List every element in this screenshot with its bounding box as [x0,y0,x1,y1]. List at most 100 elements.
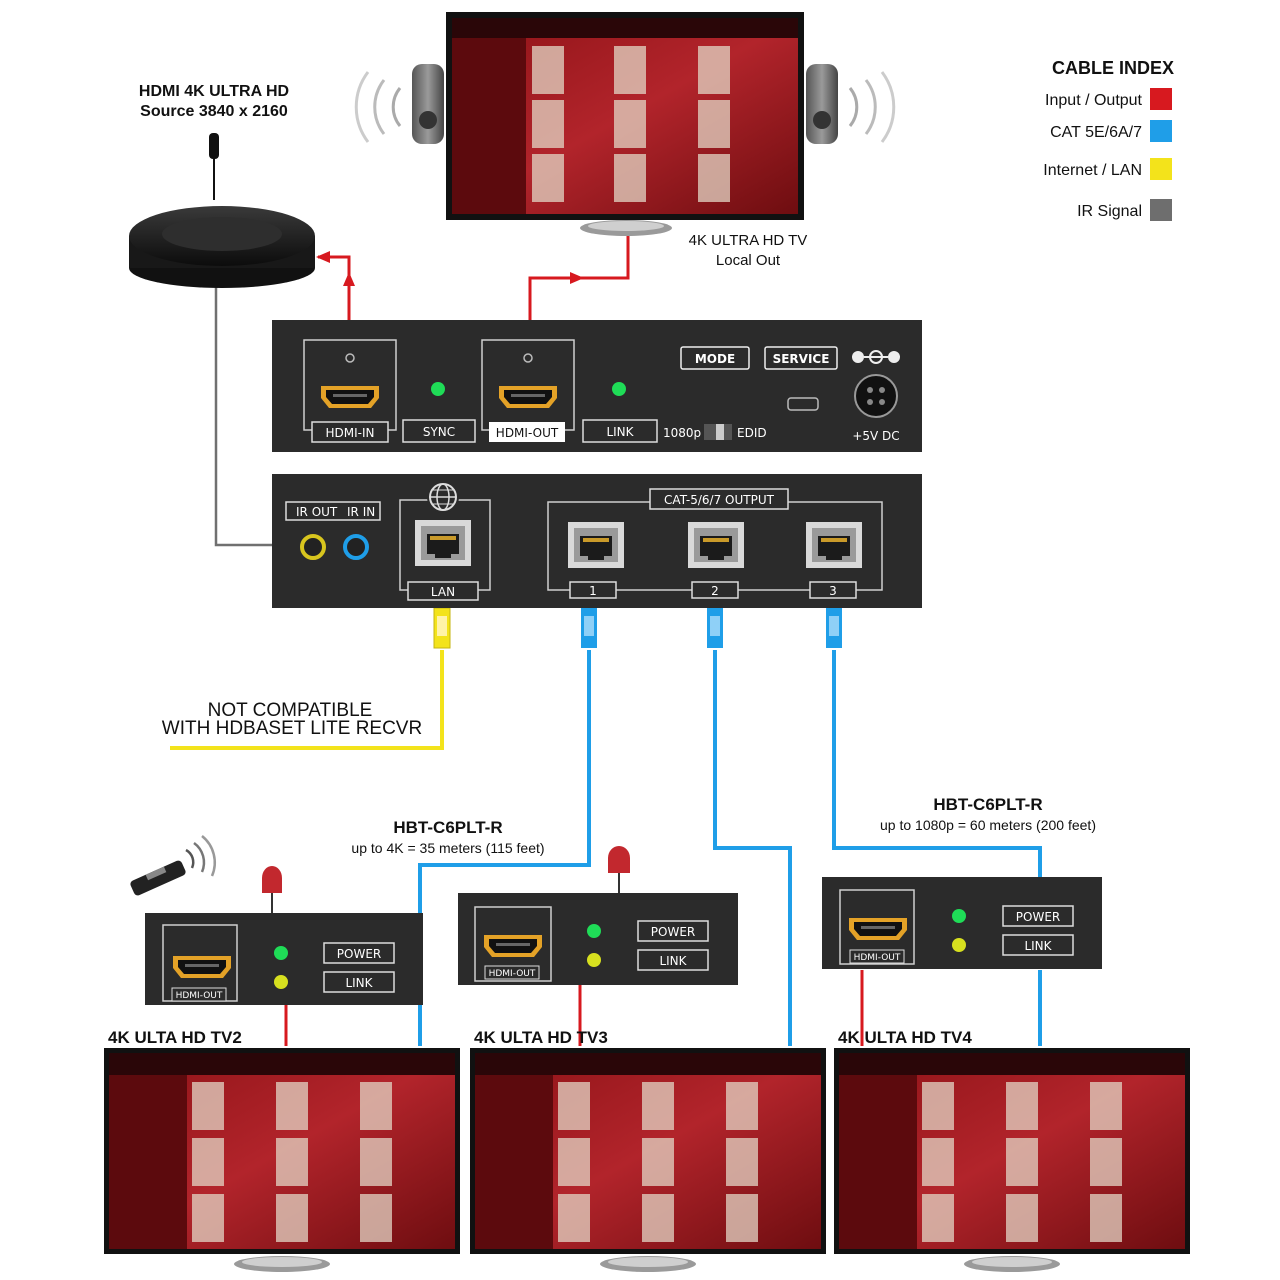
cat-plugs [581,608,842,648]
cat-port-1 [568,522,624,568]
receiver-1-link-label: LINK [345,976,373,990]
service-button [764,346,838,370]
legend-swatch-ir [1150,199,1172,221]
tv2-label: 4K ULTA HD TV2 [108,1028,242,1047]
ir-in-label: IR IN [347,505,375,519]
receiver-3: HDMI-OUT POWER LINK [822,877,1102,969]
local-tv-line2: Local Out [716,252,781,269]
link-led [612,382,626,396]
mode-button [680,346,750,370]
lan-label: LAN [431,585,455,599]
ir-receiver-eye-icon [608,846,630,873]
note-line1: NOT COMPATIBLE [208,700,373,721]
cat-port-3-label: 3 [829,584,837,598]
receiver-1: HDMI-OUT POWER LINK [145,866,423,1005]
receiver-2-power-led [587,924,601,938]
compatibility-note: NOT COMPATIBLE WITH HDBASET LITE RECVR [162,700,422,739]
receiver-3-link-label: LINK [1024,939,1052,953]
receiver-3-hdmi-label: HDMI-OUT [854,953,901,963]
service-label: SERVICE [773,352,830,366]
speaker-right-icon [806,64,896,144]
cat-port-1-label: 1 [589,584,597,598]
cat-port-2-label: 2 [711,584,719,598]
lan-cable [170,650,444,750]
receiver-1-link-led [274,975,288,989]
receiver-right-label: HBT-C6PLT-R up to 1080p = 60 meters (200… [880,795,1096,833]
note-line2: WITH HDBASET LITE RECVR [162,718,422,739]
local-tv-label: 4K ULTRA HD TV Local Out [689,232,808,269]
receiver-left-label: HBT-C6PLT-R up to 4K = 35 meters (115 fe… [351,818,544,856]
cat-output-title: CAT-5/6/7 OUTPUT [664,493,775,507]
receiver-2-power-label: POWER [651,925,695,939]
receiver-2: HDMI-OUT POWER LINK [458,846,738,985]
receiver-right-range: up to 1080p = 60 meters (200 feet) [880,817,1096,833]
transmitter-front-panel: HDMI-IN SYNC HDMI-OUT LINK 1080p EDID MO… [272,320,922,452]
source-label: HDMI 4K ULTRA HD Source 3840 x 2160 [139,83,289,120]
receiver-right-model: HBT-C6PLT-R [933,795,1042,814]
power-jack [854,374,898,418]
legend-swatch-lan [1150,158,1172,180]
polarity-icon [852,350,900,364]
ir-cable [214,258,272,547]
ir-in-jack [343,534,369,560]
ir-receiver-eye-icon [262,866,282,893]
link-label: LINK [606,425,634,439]
receiver-1-hdmi-port [173,956,231,978]
edid-left-label: 1080p [663,426,701,440]
legend-label-ir: IR Signal [1077,203,1142,220]
local-tv-line1: 4K ULTRA HD TV [689,232,808,249]
legend-label-cat: CAT 5E/6A/7 [1050,124,1142,141]
receiver-left-model: HBT-C6PLT-R [393,818,502,837]
receiver-2-hdmi-label: HDMI-OUT [489,969,536,979]
mode-label: MODE [695,352,735,366]
receiver-2-link-led [587,953,601,967]
hdmi-in-port [321,386,379,408]
legend-label-lan: Internet / LAN [1043,162,1142,179]
source-line1: HDMI 4K ULTRA HD [139,83,289,100]
tv-4 [834,1048,1190,1272]
tv-row [104,1048,1190,1272]
power-label: +5V DC [852,429,899,443]
receiver-1-hdmi-label: HDMI-OUT [176,991,223,1001]
remote-control-icon [130,835,217,896]
cable-index: CABLE INDEX Input / Output CAT 5E/6A/7 I… [1043,58,1174,221]
receiver-1-power-label: POWER [337,947,381,961]
receiver-3-power-led [952,909,966,923]
cable-layer [170,228,1042,1046]
ir-out-label: IR OUT [296,505,338,519]
hdmi-in-label: HDMI-IN [325,426,374,440]
legend-swatch-cat [1150,120,1172,142]
receiver-left-range: up to 4K = 35 meters (115 feet) [351,840,544,856]
transmitter-rear-panel: IR OUT IR IN LAN CAT-5/6/7 OUTPUT 1 2 3 [272,474,922,608]
lan-plug [433,607,451,649]
hdmi-out-label: HDMI-OUT [496,426,559,440]
tv-2 [104,1048,460,1272]
tv3-label: 4K ULTA HD TV3 [474,1028,608,1047]
hdmi-in-cable [318,255,351,320]
legend-label-io: Input / Output [1045,92,1143,109]
tv-3 [470,1048,826,1272]
source-line2: Source 3840 x 2160 [140,103,288,120]
receiver-3-hdmi-port [849,918,907,940]
edid-right-label: EDID [737,426,767,440]
hdmi-out-port [499,386,557,408]
hdmi-out-cable [528,228,630,320]
globe-icon [427,481,459,513]
cat-cable-3 [832,650,1042,880]
receiver-2-link-label: LINK [659,954,687,968]
usb-service-port [787,397,819,411]
legend-swatch-io [1150,88,1172,110]
lan-port [415,520,471,566]
speaker-left-icon [354,64,444,144]
sync-label: SYNC [423,425,455,439]
receiver-3-power-label: POWER [1016,910,1060,924]
receiver-2-hdmi-port [484,935,542,957]
receiver-3-link-led [952,938,966,952]
sync-led [431,382,445,396]
tv4-label: 4K ULTA HD TV4 [838,1028,972,1047]
cable-index-title: CABLE INDEX [1052,58,1174,78]
cat-cable-2 [713,650,792,1046]
ir-out-jack [300,534,326,560]
cat-port-2 [688,522,744,568]
